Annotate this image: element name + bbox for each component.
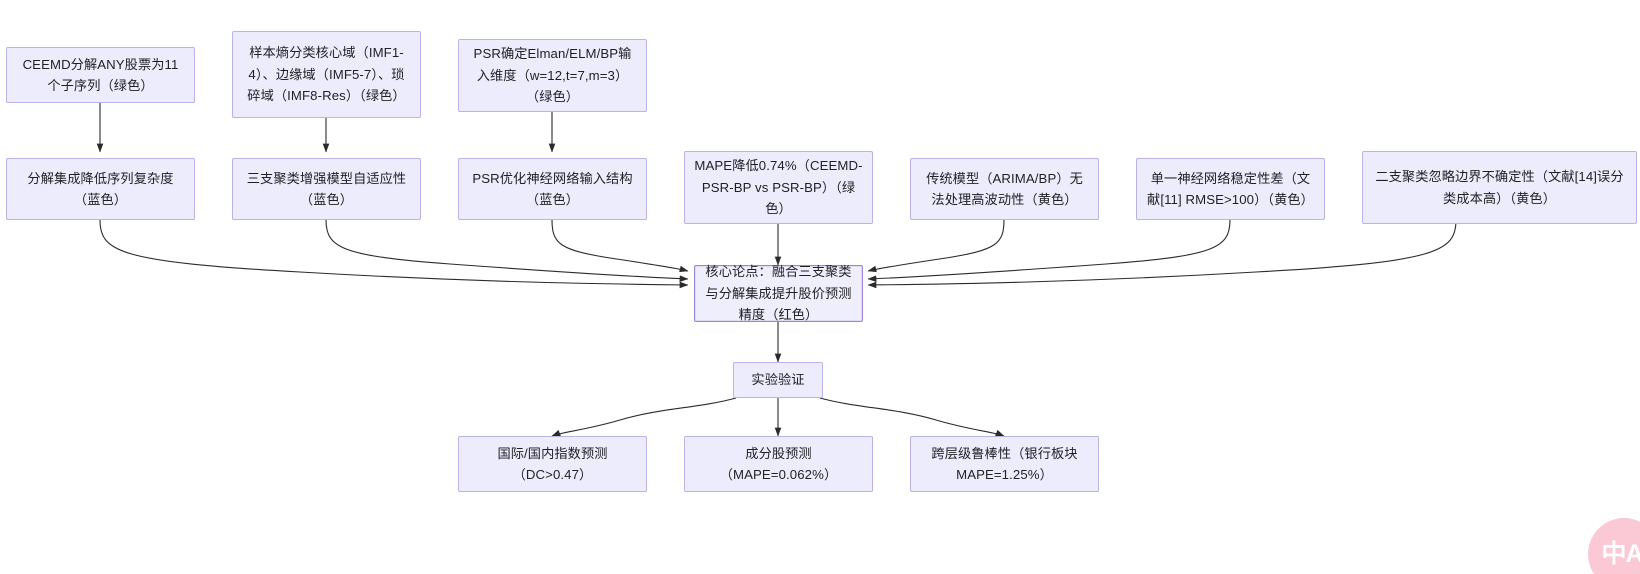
- watermark-text: 中A: [1601, 540, 1640, 568]
- node-cl5-label: 传统模型（ARIMA/BP）无法处理高波动性（黄色）: [926, 170, 1083, 207]
- node-cl1-label: 分解集成降低序列复杂度（蓝色）: [27, 170, 174, 207]
- node-ev3-label: PSR确定Elman/ELM/BP输入维度（w=12,t=7,m=3）（绿色）: [473, 46, 632, 105]
- node-rs1-label: 国际/国内指数预测（DC>0.47）: [497, 445, 608, 482]
- edge-cl7-core: [867, 219, 1457, 289]
- edge-cl2-core: [325, 219, 689, 282]
- node-rs2-label: 成分股预测（MAPE=0.062%）: [719, 445, 838, 482]
- watermark-badge: 中A: [1588, 518, 1640, 574]
- node-cl6-label: 单一神经网络稳定性差（文献[11] RMSE>100）（黄色）: [1147, 170, 1314, 207]
- node-verification-label: 实验验证: [751, 372, 805, 388]
- node-rs3-label: 跨层级鲁棒性（银行板块MAPE=1.25%）: [931, 445, 1078, 482]
- edge-cl6-core: [867, 219, 1231, 282]
- node-ev3[interactable]: PSR确定Elman/ELM/BP输入维度（w=12,t=7,m=3）（绿色）: [458, 39, 647, 112]
- edge-cl3-core: [551, 219, 689, 273]
- node-ev2-label: 样本熵分类核心域（IMF1-4）、边缘域（IMF5-7）、琐碎域（IMF8-Re…: [247, 45, 406, 104]
- node-cl2[interactable]: 三支聚类增强模型自适应性（蓝色）: [232, 158, 421, 220]
- edge-verify-rs1: [551, 397, 737, 437]
- node-verification[interactable]: 实验验证: [733, 362, 823, 398]
- node-cl3[interactable]: PSR优化神经网络输入结构（蓝色）: [458, 158, 647, 220]
- node-rs3[interactable]: 跨层级鲁棒性（银行板块MAPE=1.25%）: [910, 436, 1099, 492]
- node-ev1-label: CEEMD分解ANY股票为11个子序列（绿色）: [22, 56, 179, 93]
- node-cl7[interactable]: 二支聚类忽略边界不确定性（文献[14]误分类成本高）（黄色）: [1362, 151, 1637, 224]
- node-rs2[interactable]: 成分股预测（MAPE=0.062%）: [684, 436, 873, 492]
- node-cl2-label: 三支聚类增强模型自适应性（蓝色）: [246, 170, 407, 207]
- node-rs1[interactable]: 国际/国内指数预测（DC>0.47）: [458, 436, 647, 492]
- edge-cl1-core: [99, 219, 689, 289]
- node-cl3-label: PSR优化神经网络输入结构（蓝色）: [472, 170, 633, 207]
- node-core-claim[interactable]: 核心论点：融合三支聚类与分解集成提升股价预测精度（红色）: [694, 264, 863, 322]
- node-cl5[interactable]: 传统模型（ARIMA/BP）无法处理高波动性（黄色）: [910, 158, 1099, 220]
- edge-cl5-core: [867, 219, 1005, 273]
- node-core-claim-label: 核心论点：融合三支聚类与分解集成提升股价预测精度（红色）: [705, 264, 852, 323]
- node-cl4-label: MAPE降低0.74%（CEEMD-PSR-BP vs PSR-BP）（绿色）: [694, 158, 863, 217]
- node-ev2[interactable]: 样本熵分类核心域（IMF1-4）、边缘域（IMF5-7）、琐碎域（IMF8-Re…: [232, 31, 421, 118]
- node-cl4[interactable]: MAPE降低0.74%（CEEMD-PSR-BP vs PSR-BP）（绿色）: [684, 151, 873, 224]
- node-cl6[interactable]: 单一神经网络稳定性差（文献[11] RMSE>100）（黄色）: [1136, 158, 1325, 220]
- node-cl1[interactable]: 分解集成降低序列复杂度（蓝色）: [6, 158, 195, 220]
- node-cl7-label: 二支聚类忽略边界不确定性（文献[14]误分类成本高）（黄色）: [1375, 169, 1624, 206]
- edge-verify-rs3: [819, 397, 1005, 437]
- node-ev1[interactable]: CEEMD分解ANY股票为11个子序列（绿色）: [6, 47, 195, 103]
